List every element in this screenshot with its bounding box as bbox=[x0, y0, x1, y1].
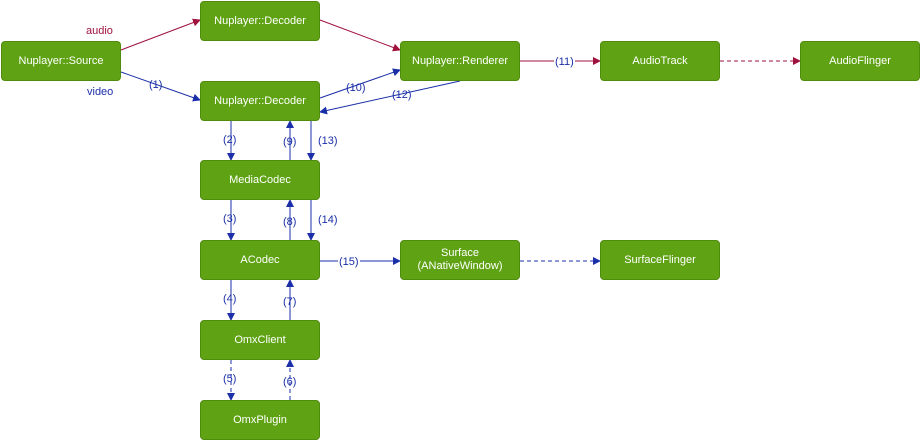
audio-decoder-node: Nuplayer::Decoder bbox=[200, 1, 320, 41]
edge-video-decoder-to-renderer bbox=[319, 68, 401, 99]
step-label-14: (14) bbox=[318, 214, 338, 226]
step-label-8: (8) bbox=[283, 216, 297, 228]
step-label-11: (11) bbox=[554, 56, 575, 68]
step-label-6: (6) bbox=[283, 376, 297, 388]
mediacodec-node-label: MediaCodec bbox=[229, 173, 291, 186]
edge-source-to-video-decoder bbox=[120, 71, 201, 102]
edge-source-to-audio-decoder bbox=[120, 18, 201, 51]
step-label-15: (15) bbox=[338, 256, 360, 268]
surfaceflinger-node: SurfaceFlinger bbox=[600, 240, 720, 280]
audio-decoder-node-label: Nuplayer::Decoder bbox=[214, 14, 306, 27]
step-label-3: (3) bbox=[223, 213, 237, 225]
surface-node: Surface (ANativeWindow) bbox=[400, 240, 520, 280]
video-decoder-node-label: Nuplayer::Decoder bbox=[214, 94, 306, 107]
edge-renderer-to-video-decoder bbox=[319, 80, 461, 115]
step-label-13: (13) bbox=[318, 135, 338, 147]
step-label-7: (7) bbox=[283, 296, 297, 308]
source-node-label: Nuplayer::Source bbox=[18, 54, 104, 67]
step-label-2: (2) bbox=[223, 134, 237, 146]
step-label-5: (5) bbox=[223, 373, 237, 385]
audiotrack-node: AudioTrack bbox=[600, 41, 720, 81]
edge-audio-decoder-to-renderer bbox=[319, 19, 401, 52]
acodec-node: ACodec bbox=[200, 240, 320, 280]
acodec-node-label: ACodec bbox=[240, 253, 280, 266]
video-path-label: video bbox=[87, 86, 114, 98]
surface-node-sublabel: (ANativeWindow) bbox=[417, 260, 503, 272]
source-node: Nuplayer::Source bbox=[1, 41, 121, 81]
renderer-node-label: Nuplayer::Renderer bbox=[412, 54, 508, 67]
omxclient-node-label: OmxClient bbox=[234, 333, 286, 346]
omxplugin-node: OmxPlugin bbox=[200, 400, 320, 440]
surface-node-label: Surface bbox=[441, 247, 479, 259]
renderer-node: Nuplayer::Renderer bbox=[400, 41, 520, 81]
audio-path-label: audio bbox=[86, 25, 113, 37]
audioflinger-node-label: AudioFlinger bbox=[829, 54, 891, 67]
mediacodec-node: MediaCodec bbox=[200, 160, 320, 200]
step-label-10: (10) bbox=[346, 82, 366, 94]
step-label-1: (1) bbox=[149, 79, 163, 91]
omxplugin-node-label: OmxPlugin bbox=[233, 413, 287, 426]
step-label-4: (4) bbox=[223, 293, 237, 305]
audiotrack-node-label: AudioTrack bbox=[632, 54, 688, 67]
omxclient-node: OmxClient bbox=[200, 320, 320, 360]
audioflinger-node: AudioFlinger bbox=[800, 41, 920, 81]
step-label-9: (9) bbox=[283, 136, 297, 148]
video-decoder-node: Nuplayer::Decoder bbox=[200, 81, 320, 121]
surfaceflinger-node-label: SurfaceFlinger bbox=[624, 253, 696, 266]
step-label-12: (12) bbox=[392, 89, 412, 101]
